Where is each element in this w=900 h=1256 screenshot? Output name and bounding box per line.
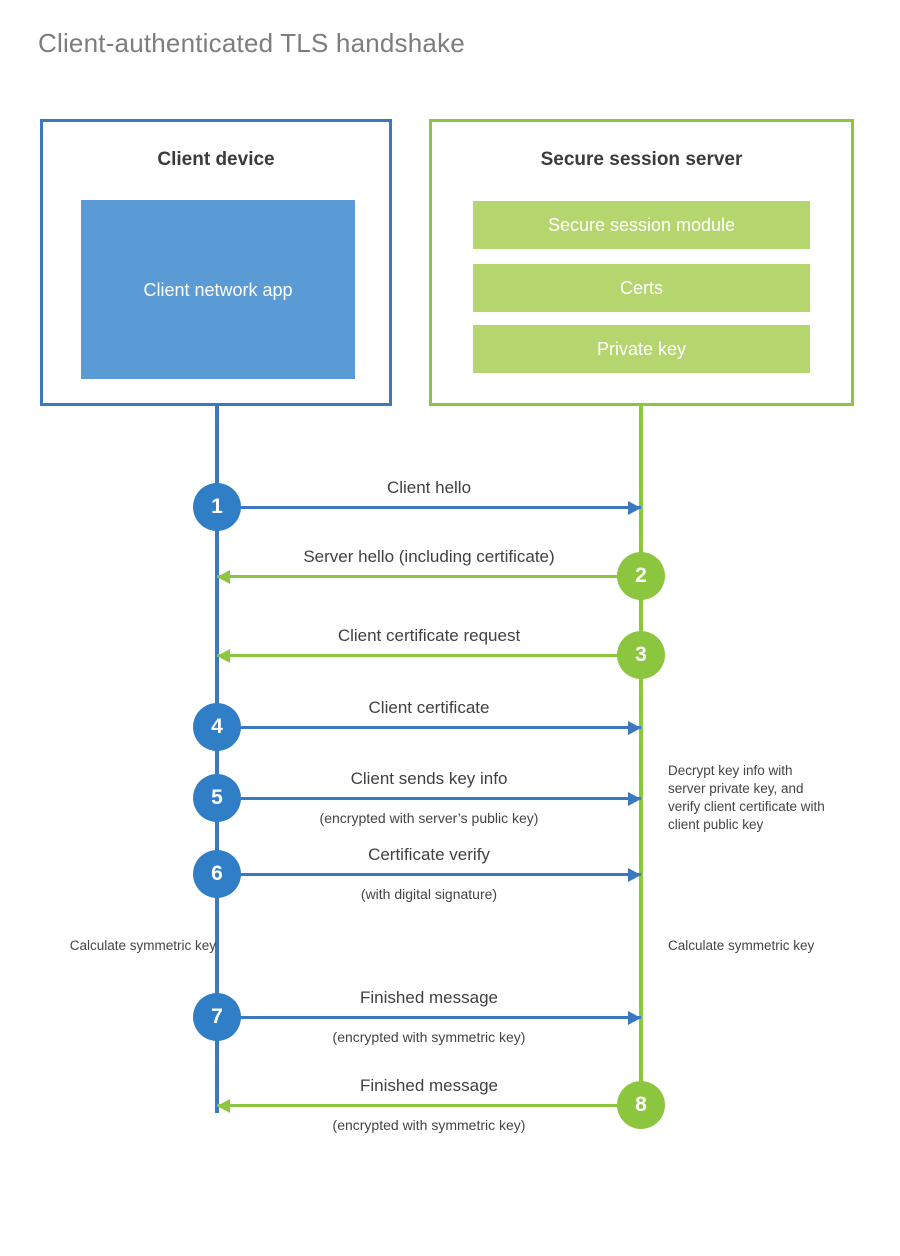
message-4-label: Client certificate: [368, 698, 490, 717]
message-4-line: [217, 726, 641, 729]
page-title: Client-authenticated TLS handshake: [38, 28, 465, 58]
message-8-label: Finished message: [360, 1076, 498, 1095]
message-5-line: [217, 797, 641, 800]
message-7-line: [217, 1016, 641, 1019]
message-3-line: [217, 654, 641, 657]
message-3-label: Client certificate request: [337, 626, 521, 645]
arrow-left-icon: [217, 1099, 230, 1113]
message-8-sublabel: (encrypted with symmetric key): [332, 1117, 526, 1133]
message-2-label: Server hello (including certificate): [303, 547, 555, 566]
arrow-right-icon: [628, 868, 641, 882]
server-decrypt-note: Decrypt key info with server private key…: [668, 763, 825, 832]
arrow-left-icon: [217, 570, 230, 584]
message-6-line: [217, 873, 641, 876]
message-8-line: [217, 1104, 641, 1107]
client-device-box: Client device Client network app: [40, 119, 392, 406]
arrow-right-icon: [628, 1011, 641, 1025]
client-lifeline: [215, 406, 219, 1113]
step-marker-3[interactable]: 3: [617, 631, 665, 679]
step-marker-7[interactable]: 7: [193, 993, 241, 1041]
message-6-label: Certificate verify: [368, 845, 490, 864]
server-component-secure-session-module: Secure session module: [473, 201, 810, 249]
server-component-certs: Certs: [473, 264, 810, 312]
arrow-right-icon: [628, 501, 641, 515]
arrow-right-icon: [628, 792, 641, 806]
message-2-line: [217, 575, 641, 578]
message-1-line: [217, 506, 641, 509]
server-calculate-symmetric-key-note: Calculate symmetric key: [668, 938, 815, 953]
step-marker-2[interactable]: 2: [617, 552, 665, 600]
message-5-sublabel: (encrypted with server’s public key): [319, 810, 539, 826]
client-calculate-symmetric-key-note: Calculate symmetric key: [69, 938, 216, 953]
secure-session-server-box: Secure session server Secure session mod…: [429, 119, 854, 406]
secure-session-server-title: Secure session server: [540, 149, 743, 170]
arrow-right-icon: [628, 721, 641, 735]
step-marker-4[interactable]: 4: [193, 703, 241, 751]
client-device-title: Client device: [157, 149, 275, 170]
client-network-app-block: Client network app: [81, 200, 355, 379]
step-marker-6[interactable]: 6: [193, 850, 241, 898]
step-marker-5[interactable]: 5: [193, 774, 241, 822]
message-7-label: Finished message: [360, 988, 498, 1007]
server-lifeline: [639, 406, 643, 1106]
server-component-private-key: Private key: [473, 325, 810, 373]
message-1-label: Client hello: [386, 478, 472, 497]
message-6-sublabel: (with digital signature): [360, 886, 498, 902]
step-marker-8[interactable]: 8: [617, 1081, 665, 1129]
message-7-sublabel: (encrypted with symmetric key): [332, 1029, 526, 1045]
message-5-label: Client sends key info: [350, 769, 508, 788]
arrow-left-icon: [217, 649, 230, 663]
step-marker-1[interactable]: 1: [193, 483, 241, 531]
